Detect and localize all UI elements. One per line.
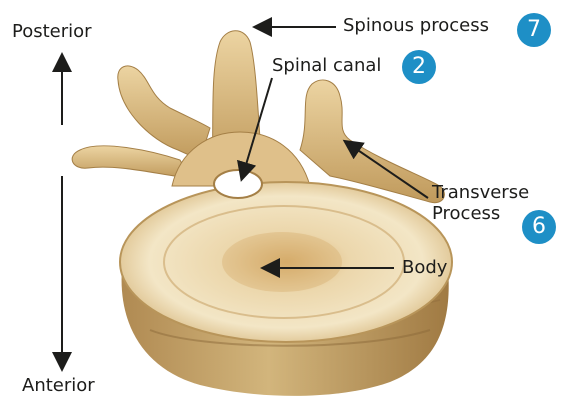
spinal-canal-label: Spinal canal xyxy=(272,56,381,76)
posterior-label: Posterior xyxy=(12,22,92,42)
transverse-label-line2: Process xyxy=(432,204,500,224)
spinal-canal-opening xyxy=(214,170,262,198)
spinous-process-label: Spinous process xyxy=(343,16,489,36)
spinous-process-badge: 7 xyxy=(517,13,551,47)
transverse-process-left xyxy=(118,66,210,160)
transverse-label-line1: Transverse xyxy=(432,183,529,203)
transverse-process-badge: 6 xyxy=(522,210,556,244)
body-label: Body xyxy=(402,258,447,278)
anterior-label: Anterior xyxy=(22,376,95,396)
spinal-canal-badge: 2 xyxy=(402,50,436,84)
